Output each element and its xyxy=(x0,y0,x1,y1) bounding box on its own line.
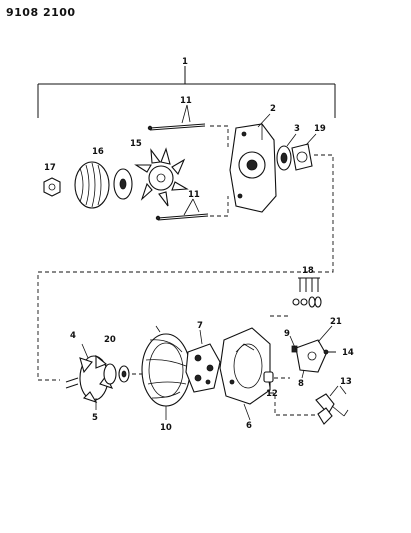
callout-20: 20 xyxy=(104,335,116,345)
callout-9: 9 xyxy=(284,329,290,339)
callout-4: 4 xyxy=(70,331,76,341)
callout-15: 15 xyxy=(130,139,142,149)
part-3-bearing xyxy=(276,133,297,171)
callout-labels: 1 2 3 4 5 6 7 8 9 10 11 11 12 13 14 15 1… xyxy=(44,57,354,433)
callout-7: 7 xyxy=(197,321,203,331)
callout-1: 1 xyxy=(182,57,188,67)
callout-6: 6 xyxy=(246,421,252,431)
callout-18: 18 xyxy=(302,266,314,276)
callout-2: 2 xyxy=(270,104,276,114)
alignment-dashes xyxy=(37,125,334,416)
callout-11-bottom: 11 xyxy=(188,190,200,200)
part-11-bolts xyxy=(147,104,209,221)
callout-19: 19 xyxy=(314,124,326,134)
assembly-bracket xyxy=(37,66,336,118)
callout-5: 5 xyxy=(92,413,98,423)
callout-8: 8 xyxy=(298,379,304,389)
part-16-pulley xyxy=(74,161,133,209)
part-4-rotor xyxy=(65,343,117,410)
part-2-drive-end-housing xyxy=(229,113,277,213)
part-10-stator xyxy=(141,325,191,420)
part-21-regulator xyxy=(289,325,333,379)
part-15-fan xyxy=(134,147,189,207)
part-17-nut xyxy=(43,177,61,197)
part-14-screw xyxy=(323,349,336,355)
part-7-rectifier xyxy=(185,329,221,393)
callout-21: 21 xyxy=(330,317,342,327)
callout-11-top: 11 xyxy=(180,96,192,106)
callout-17: 17 xyxy=(44,163,56,173)
part-19-retainer xyxy=(291,133,317,171)
callout-13: 13 xyxy=(340,377,352,387)
part-12-bushing xyxy=(263,371,274,389)
part-13-brushes xyxy=(315,385,349,425)
callout-16: 16 xyxy=(92,147,104,157)
callout-10: 10 xyxy=(160,423,172,433)
callout-12: 12 xyxy=(266,389,278,399)
document-number: 9108 2100 xyxy=(6,6,76,19)
callout-14: 14 xyxy=(342,348,354,358)
callout-3: 3 xyxy=(294,124,300,134)
part-20-bearing xyxy=(118,365,130,383)
part-18-terminal-kit xyxy=(292,277,322,308)
part-6-slip-ring-housing xyxy=(219,327,271,421)
